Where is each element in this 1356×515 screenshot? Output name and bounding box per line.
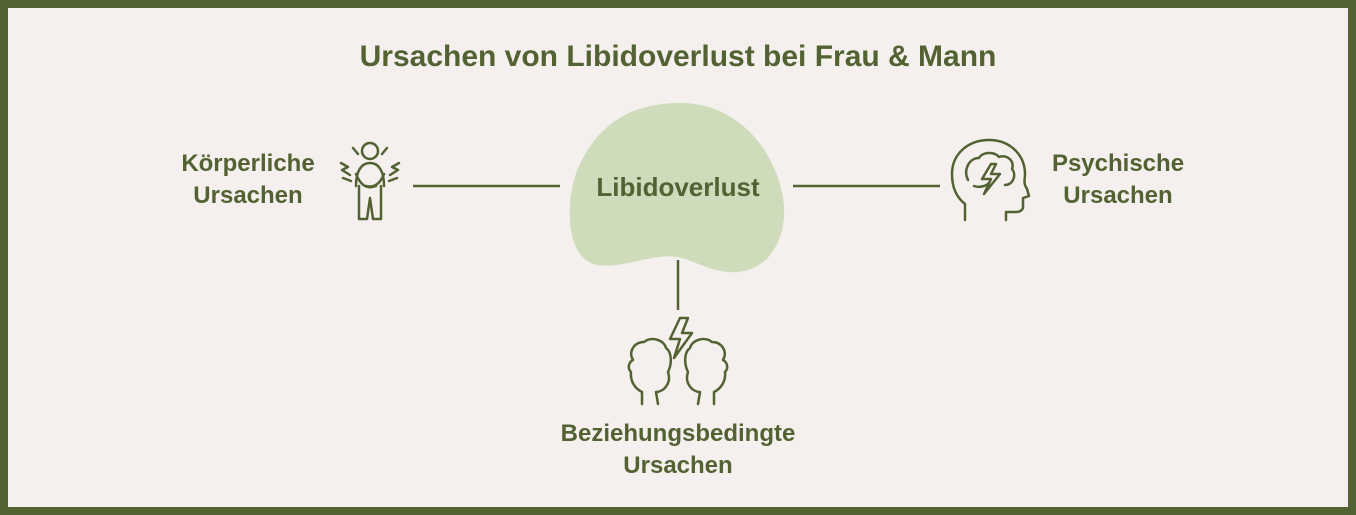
person-in-pain-icon bbox=[339, 141, 401, 221]
node-label-beziehungsbedingte: Beziehungsbedingte Ursachen bbox=[508, 418, 848, 482]
node-label-line2: Ursachen bbox=[623, 452, 733, 479]
node-label-line1: Beziehungsbedingte bbox=[560, 420, 796, 447]
diagram-frame: Ursachen von Libidoverlust bei Frau & Ma… bbox=[8, 8, 1348, 507]
head-brain-lightning-icon bbox=[950, 138, 1031, 222]
node-label-line1: Körperliche bbox=[181, 150, 315, 177]
node-label-line2: Ursachen bbox=[1063, 182, 1173, 209]
diagram-canvas bbox=[339, 102, 1031, 406]
node-label-line1: Psychische bbox=[1051, 150, 1185, 177]
center-label: Libidoverlust bbox=[596, 172, 760, 202]
diagram-title: Ursachen von Libidoverlust bei Frau & Ma… bbox=[359, 40, 997, 73]
two-heads-conflict-icon bbox=[627, 316, 729, 406]
node-label-line2: Ursachen bbox=[193, 182, 303, 209]
node-label-koerperliche: Körperliche Ursachen bbox=[158, 148, 338, 212]
node-label-psychische: Psychische Ursachen bbox=[1028, 148, 1208, 212]
center-blob bbox=[569, 102, 785, 273]
